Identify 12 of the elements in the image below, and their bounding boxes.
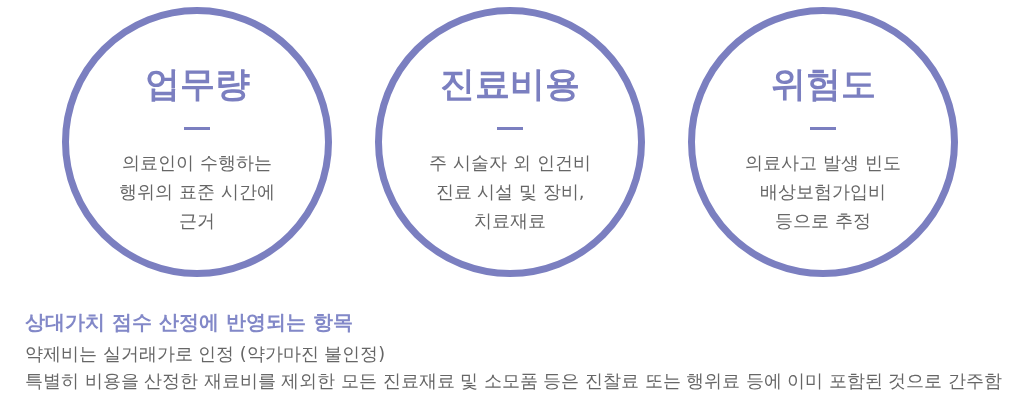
circle-title: 위험도 <box>769 63 877 105</box>
circle-title: 업무량 <box>143 63 251 105</box>
category-circle <box>62 7 332 277</box>
circle-description: 의료사고 발생 빈도 배상보험가입비 등으로 추정 <box>744 151 902 233</box>
circle-description: 의료인이 수행하는 행위의 표준 시간에 근거 <box>118 151 276 233</box>
category-circle <box>688 7 958 277</box>
circle-title: 진료비용 <box>439 63 581 105</box>
note-text: 약제비는 실거래가로 인정 (약가마진 불인정) <box>25 343 386 366</box>
section-heading: 상대가치 점수 산정에 반영되는 항목 <box>25 309 353 336</box>
note-text: 특별히 비용을 산정한 재료비를 제외한 모든 진료재료 및 소모품 등은 진찰료 또는 행위료 등에 이미 포함된 것으로 간주함 <box>25 370 1003 393</box>
category-circle <box>375 7 645 277</box>
circle-description: 주 시술자 외 인건비 진료 시설 및 장비, 치료재료 <box>428 151 592 233</box>
